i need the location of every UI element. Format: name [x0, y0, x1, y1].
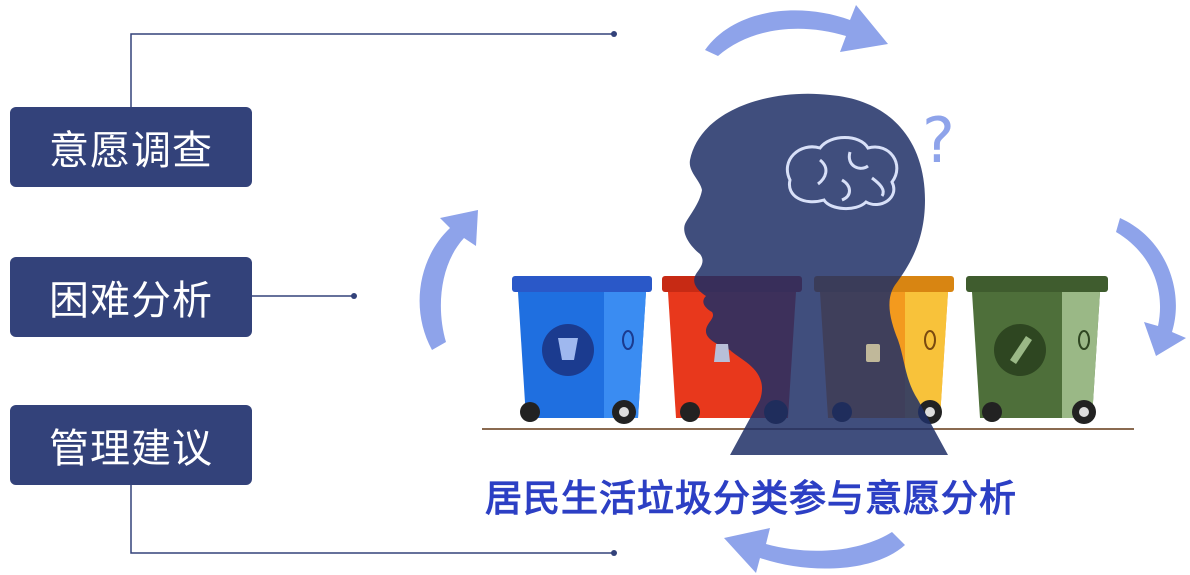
connector-bottom: [130, 485, 614, 554]
cycle-arrow-right-icon: [1116, 218, 1186, 356]
step-label-survey: 意愿调查: [49, 128, 213, 174]
step-label-management-suggestions: 管理建议: [49, 426, 213, 472]
question-mark-icon: ?: [922, 104, 955, 177]
bin-green: [966, 276, 1108, 424]
step-box-survey: 意愿调查: [10, 107, 252, 187]
connector-dot-middle: [351, 293, 357, 299]
cycle-arrow-top-icon: [705, 5, 888, 56]
cup-icon: [558, 338, 578, 360]
connector-dot-top: [611, 31, 617, 37]
head-silhouette: [684, 93, 948, 456]
cycle-arrow-left-icon: [419, 210, 478, 350]
illustration-title: 居民生活垃圾分类参与意愿分析: [485, 477, 1017, 520]
bin-blue: [512, 276, 652, 424]
bottle-icon: [714, 344, 730, 362]
recycle-bottle-icon: [1010, 336, 1032, 364]
step-box-management-suggestions: 管理建议: [10, 405, 252, 485]
step-label-difficulty-analysis: 困难分析: [49, 278, 213, 324]
connector-dot-bottom: [611, 550, 617, 556]
cycle-arrow-bottom-icon: [724, 528, 905, 573]
brain-icon: [785, 136, 899, 210]
jar-icon: [866, 344, 880, 362]
connector-lines: [130, 33, 614, 554]
connector-top: [130, 33, 614, 107]
step-box-difficulty-analysis: 困难分析: [10, 257, 252, 337]
